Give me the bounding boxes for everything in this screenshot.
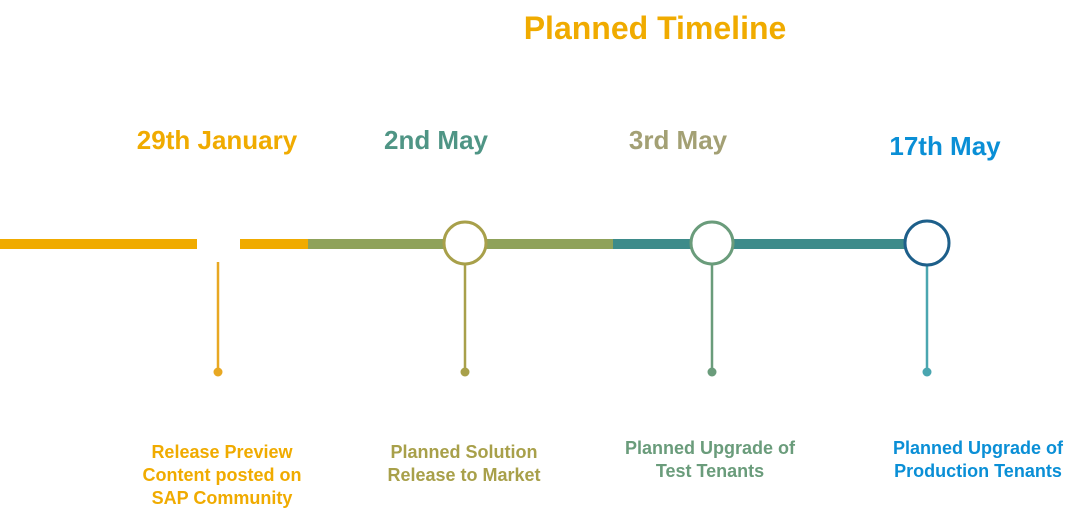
- milestone-dot-3: [707, 367, 717, 377]
- milestone-dot-1: [213, 367, 223, 377]
- milestone-description-1: Release Preview Content posted on SAP Co…: [142, 442, 302, 508]
- page-title: Planned Timeline: [523, 10, 787, 46]
- timeline-segment-1b: [240, 239, 308, 249]
- milestone-marker-3: [689, 220, 735, 266]
- milestone-description-2: Planned Solution Release to Market: [387, 442, 541, 485]
- milestone-marker-2: [442, 220, 488, 266]
- milestone-dot-2: [460, 367, 470, 377]
- milestone-date-3: 3rd May: [628, 125, 728, 155]
- milestone-marker-4: [903, 219, 951, 267]
- milestone-dot-4: [922, 367, 932, 377]
- milestone-description-3: Planned Upgrade of Test Tenants: [624, 438, 795, 481]
- timeline-segment-3: [613, 239, 910, 249]
- milestone-date-4: 17th May: [889, 131, 1001, 161]
- timeline-segment-1a: [0, 239, 197, 249]
- milestone-description-4: Planned Upgrade of Production Tenants: [892, 438, 1063, 481]
- milestone-date-2: 2nd May: [383, 125, 489, 155]
- milestone-date-1: 29th January: [136, 125, 298, 155]
